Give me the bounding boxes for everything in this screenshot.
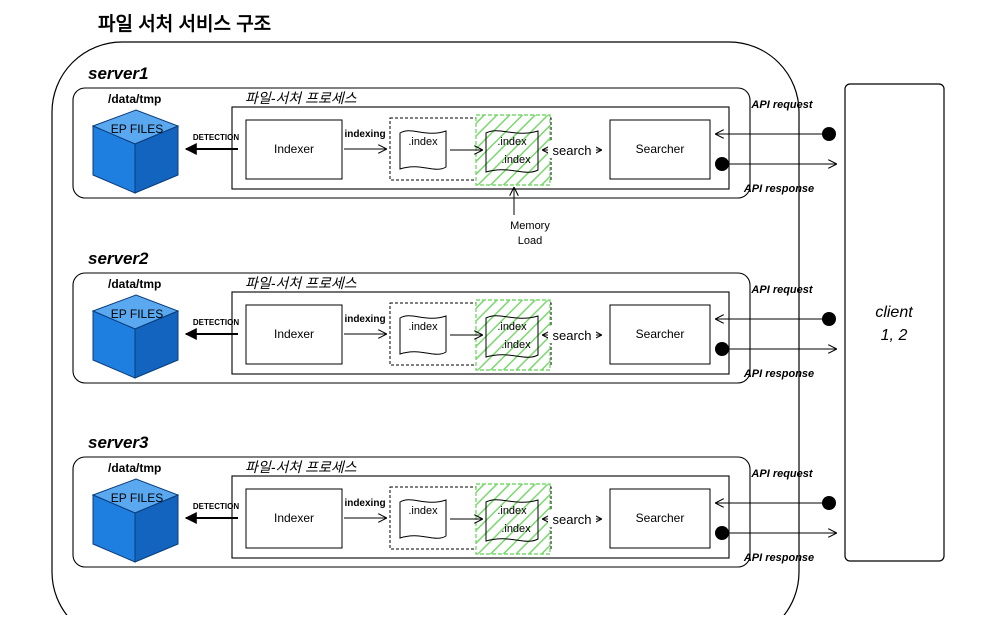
ep-files-label: EP FILES xyxy=(111,307,163,321)
server-block: server1/data/tmp EP FILES DETECTION 파일-서처 프… xyxy=(72,64,836,199)
diagram-title: 파일 서처 서비스 구조 xyxy=(98,13,271,35)
process-label: 파일-서처 프로세스 xyxy=(245,459,357,475)
index-file-icon xyxy=(399,499,447,539)
index-file-icon xyxy=(399,315,447,355)
index-file-label: .index xyxy=(408,505,438,517)
data-path-label: /data/tmp xyxy=(108,461,161,475)
ep-files-cube-icon xyxy=(91,478,180,563)
server-block: server2/data/tmp EP FILES DETECTION 파일-서처 프… xyxy=(72,249,836,384)
memory-load-line2: Load xyxy=(518,235,542,247)
index-file-icon xyxy=(399,130,447,170)
api-request-label: API request xyxy=(750,468,813,480)
client-label-line2: 1, 2 xyxy=(881,327,908,344)
search-label: search xyxy=(552,328,591,343)
index-file-label: .index xyxy=(408,136,438,148)
ep-files-label: EP FILES xyxy=(111,491,163,505)
index-file-label: .index xyxy=(408,321,438,333)
server-pool-container xyxy=(51,41,800,620)
memory-index-bottom-label: .index xyxy=(501,523,531,535)
memory-index-bottom-label: .index xyxy=(501,339,531,351)
server-name: server2 xyxy=(88,249,149,268)
memory-region xyxy=(475,299,551,371)
indexer-box xyxy=(245,488,343,549)
memory-index-icon xyxy=(485,315,539,358)
server-block: server3/data/tmp EP FILES DETECTION 파일-서처 프… xyxy=(72,433,836,568)
data-path-label: /data/tmp xyxy=(108,277,161,291)
api-request-dot xyxy=(822,127,836,141)
memory-index-top-label: .index xyxy=(497,505,527,517)
memory-index-icon xyxy=(485,130,539,173)
searcher-box xyxy=(609,304,711,365)
api-request-dot xyxy=(822,312,836,326)
searcher-box xyxy=(609,488,711,549)
server-frame xyxy=(72,272,751,384)
api-request-label: API request xyxy=(750,99,813,111)
process-label: 파일-서처 프로세스 xyxy=(245,275,357,291)
ep-files-cube-icon xyxy=(91,294,180,379)
indexing-label: indexing xyxy=(344,498,385,509)
server-frame xyxy=(72,456,751,568)
api-request-label: API request xyxy=(750,284,813,296)
api-response-label: API response xyxy=(743,368,814,380)
searcher-label: Searcher xyxy=(636,142,685,156)
detection-label: DETECTION xyxy=(193,133,239,142)
data-path-label: /data/tmp xyxy=(108,92,161,106)
searcher-label: Searcher xyxy=(636,327,685,341)
process-box xyxy=(231,291,730,375)
memory-region xyxy=(475,114,551,186)
searcher-box xyxy=(609,119,711,180)
client-box: client 1, 2 xyxy=(844,83,945,562)
process-box xyxy=(231,106,730,190)
memory-load-annotation: Memory Load xyxy=(510,188,550,247)
memory-index-bottom-label: .index xyxy=(501,154,531,166)
indexer-box xyxy=(245,119,343,180)
memory-index-top-label: .index xyxy=(497,136,527,148)
ep-files-label: EP FILES xyxy=(111,122,163,136)
detection-label: DETECTION xyxy=(193,502,239,511)
indexer-label: Indexer xyxy=(274,511,314,525)
ep-files-cube-icon xyxy=(91,109,180,194)
client-label-line1: client xyxy=(875,304,913,321)
server-name: server3 xyxy=(88,433,149,452)
server-name: server1 xyxy=(88,64,149,83)
api-response-label: API response xyxy=(743,552,814,564)
indexer-box xyxy=(245,304,343,365)
api-request-dot xyxy=(822,496,836,510)
detection-label: DETECTION xyxy=(193,318,239,327)
memory-region xyxy=(475,483,551,555)
api-response-label: API response xyxy=(743,183,814,195)
search-label: search xyxy=(552,143,591,158)
memory-index-top-label: .index xyxy=(497,321,527,333)
memory-load-line1: Memory xyxy=(510,220,550,232)
search-label: search xyxy=(552,512,591,527)
indexing-label: indexing xyxy=(344,314,385,325)
process-box xyxy=(231,475,730,559)
indexer-label: Indexer xyxy=(274,142,314,156)
searcher-label: Searcher xyxy=(636,511,685,525)
process-label: 파일-서처 프로세스 xyxy=(245,90,357,106)
indexer-label: Indexer xyxy=(274,327,314,341)
memory-index-icon xyxy=(485,499,539,542)
server-frame xyxy=(72,87,751,199)
indexing-label: indexing xyxy=(344,129,385,140)
